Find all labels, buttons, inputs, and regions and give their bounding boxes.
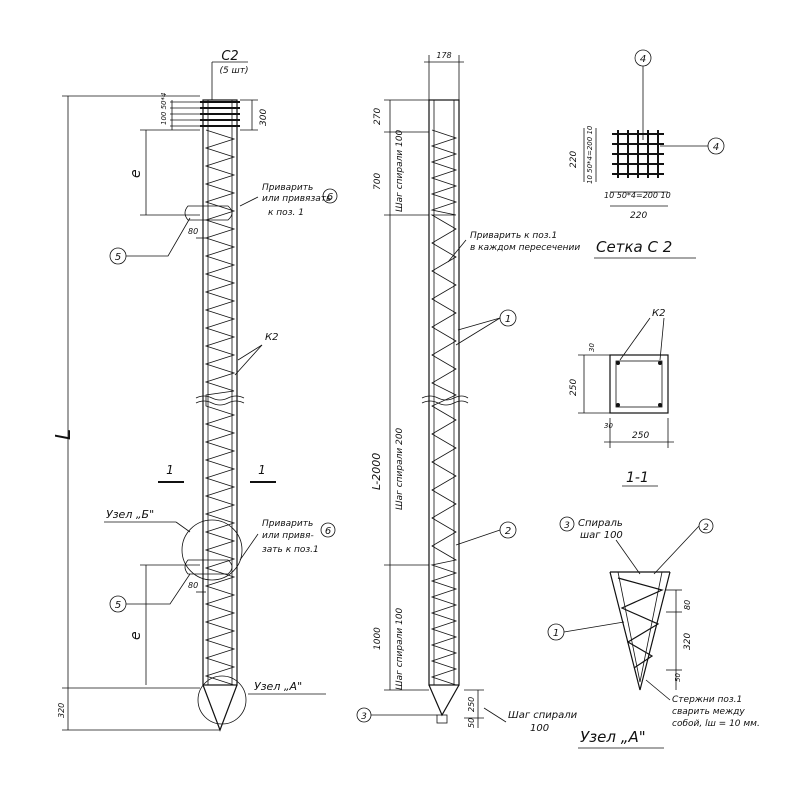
svg-text:3: 3 (361, 712, 367, 722)
left-pile-body (202, 99, 238, 686)
mesh-c2-detail: 4 4 220 10 50*4=200 10 10 50*4=200 10 22… (569, 49, 725, 259)
section-inner (615, 360, 663, 408)
node-a-spiral-1: Спираль (578, 518, 623, 529)
svg-text:6: 6 (325, 526, 331, 537)
dim-320: 320 (57, 703, 66, 718)
svg-text:2: 2 (703, 523, 709, 533)
node-a-callout-3 (559, 516, 575, 532)
dim-80-top: 80 (188, 227, 198, 236)
callout-6-bottom (320, 522, 336, 538)
node-a-dim-320: 320 (683, 633, 693, 650)
weld-loop-top (184, 205, 233, 221)
svg-text:4: 4 (640, 54, 646, 65)
spiral-100-bottom: Шаг спирали 100 (395, 607, 405, 690)
node-a-title: Узел „А" (580, 728, 646, 746)
dim-e-top: e (128, 169, 144, 178)
callout-6-top (322, 188, 338, 204)
weld-note-top-2: или привязать (262, 194, 331, 204)
mid-spiral (430, 129, 458, 686)
mesh-title: Сетка С 2 (596, 238, 672, 256)
mesh-dim-h-detail: 10 50*4=200 10 (604, 191, 671, 200)
mesh-grid (612, 130, 664, 178)
mesh-dim-220-v: 220 (569, 151, 579, 168)
mid-dim-250: 250 (467, 697, 476, 712)
spiral-200: Шаг спирали 200 (395, 427, 405, 510)
k2-label: К2 (265, 332, 278, 343)
svg-text:5: 5 (115, 252, 121, 263)
node-a-dim-50: 50 (674, 673, 682, 682)
node-b-label: Узел „Б" (106, 508, 154, 521)
mesh-dim-220-h: 220 (630, 211, 647, 221)
node-a-circle (197, 675, 247, 725)
svg-text:2: 2 (505, 526, 511, 537)
dim-300: 300 (259, 109, 269, 126)
node-b-circle (181, 519, 243, 581)
section-dim-250-v: 250 (569, 379, 579, 396)
node-a-rod-note-1: Стержни поз.1 (672, 695, 742, 705)
mid-pile-tip (428, 684, 460, 717)
section-mark-right: 1 (258, 463, 266, 477)
weld-note-top-3: к поз. 1 (268, 208, 304, 218)
node-a-dim-80: 80 (683, 600, 692, 610)
section-k2: К2 (652, 308, 665, 319)
node-a-rod-note-2: сварить между (672, 707, 745, 717)
dim-top-spacing: 100 50*4 (160, 93, 168, 125)
c2-count: (5 шт) (219, 66, 248, 76)
weld-note-top-1: Приварить (262, 183, 313, 193)
mid-pile-body (428, 99, 460, 686)
node-a-rod-note-3: собой, lш = 10 мм. (672, 719, 760, 729)
node-a-spiral (617, 577, 664, 669)
svg-text:1: 1 (505, 314, 511, 325)
left-pile-tip (202, 684, 238, 732)
mid-dim-50: 50 (467, 718, 476, 728)
node-a-detail: 3 Спираль шаг 100 2 1 80 320 50 Стержни … (547, 516, 760, 749)
svg-text:4: 4 (713, 142, 719, 153)
dim-e1: e (128, 631, 144, 640)
section-mark-left: 1 (166, 463, 174, 477)
left-spiral (204, 129, 236, 686)
section-1-1: К2 250 30 30 250 1-1 (569, 308, 674, 487)
mesh-dim-v-detail: 10 50*4=200 10 (586, 125, 594, 184)
weld-note-bottom-3: зать к поз.1 (262, 545, 319, 555)
section-outer (609, 354, 669, 414)
dim-L: L (51, 429, 75, 440)
section-dim-30-bot: 30 (604, 422, 613, 430)
node-a-spiral-2: шаг 100 (580, 530, 623, 541)
tip-note-2: 100 (530, 723, 549, 734)
section-dim-30-top: 30 (588, 343, 596, 352)
weld-note-bottom-1: Приварить (262, 519, 313, 529)
mid-weld-note-2: в каждом пересечении (470, 243, 580, 253)
svg-text:6: 6 (327, 192, 333, 203)
node-a-label: Узел „А" (254, 680, 302, 693)
dim-80-bottom: 80 (188, 581, 198, 590)
dim-1000: 1000 (373, 627, 383, 650)
weld-note-bottom-2: или привя- (262, 531, 314, 541)
dim-700: 700 (373, 173, 383, 190)
dim-270: 270 (373, 108, 383, 125)
svg-text:3: 3 (564, 521, 570, 531)
left-mesh-lines (200, 101, 240, 127)
c2-label: С2 (221, 49, 238, 64)
dim-178: 178 (436, 51, 451, 60)
mid-weld-note-1: Приварить к поз.1 (470, 231, 557, 241)
middle-pile-elevation: 178 270 700 Шаг спирали 100 L-2000 Шаг с… (356, 51, 580, 734)
section-title: 1-1 (626, 470, 649, 486)
node-a-tip-outline (609, 571, 671, 691)
section-dim-250-h: 250 (632, 431, 649, 441)
svg-text:1: 1 (553, 628, 559, 639)
left-pile-elevation: С2 (5 шт) 100 50*4 300 e L 320 (51, 49, 338, 732)
dim-L2000: L-2000 (370, 453, 383, 490)
svg-text:5: 5 (115, 600, 121, 611)
spiral-100-top: Шаг спирали 100 (395, 129, 405, 212)
tip-note-1: Шаг спирали (508, 710, 578, 721)
